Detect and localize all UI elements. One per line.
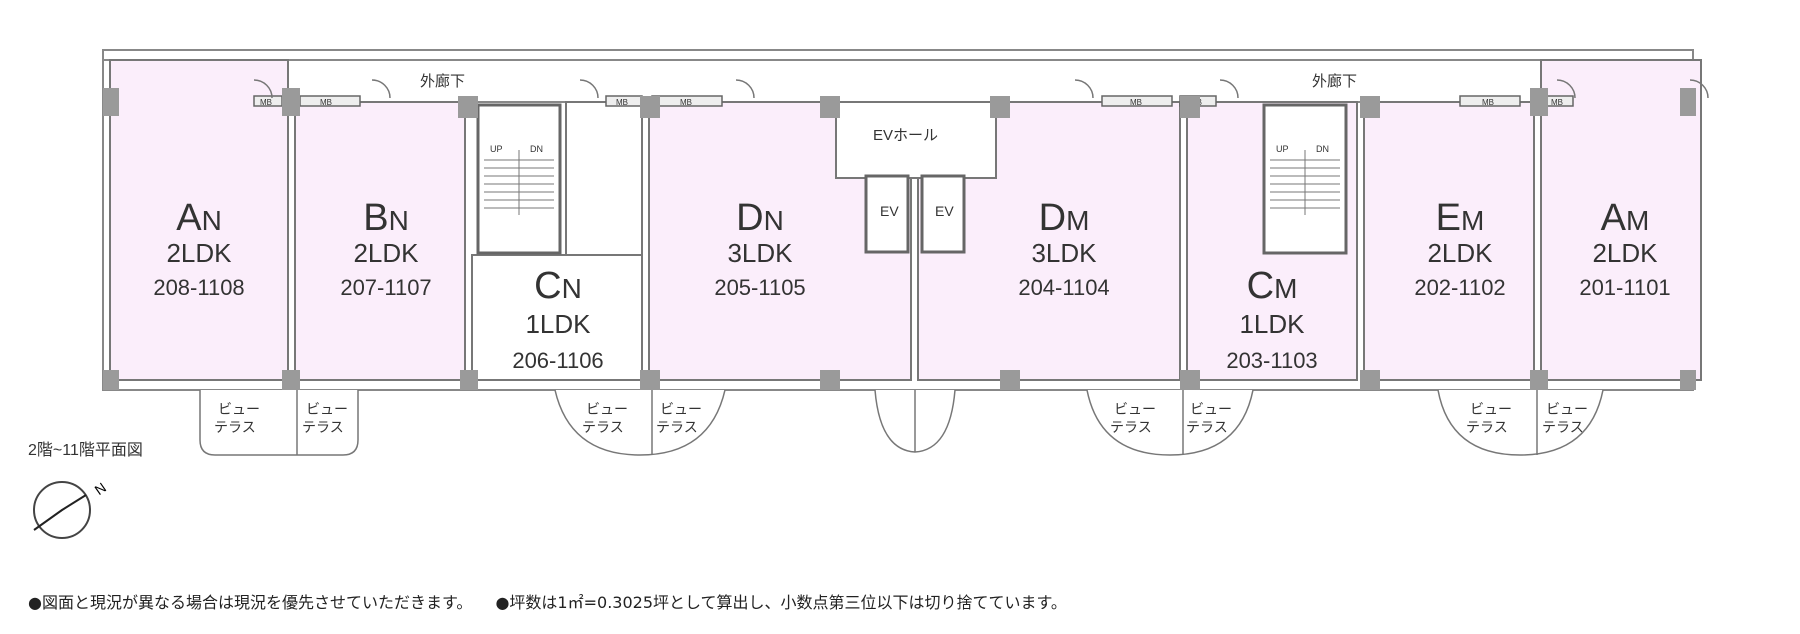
unit-label-cn: CN 1LDK 206-1106 (512, 265, 603, 373)
svg-text:208-1108: 208-1108 (153, 275, 244, 300)
unit-area-an (109, 59, 289, 381)
svg-text:2LDK: 2LDK (166, 238, 232, 268)
floor-plan-caption: 2階~11階平面図 (28, 441, 143, 459)
svg-text:テラス: テラス (582, 419, 624, 435)
svg-text:MB: MB (1482, 98, 1494, 107)
svg-text:202-1102: 202-1102 (1414, 275, 1505, 300)
ev-hall-label: EVホール (873, 127, 938, 144)
svg-text:AN: AN (176, 197, 222, 239)
stair-north: UP DN (476, 103, 562, 255)
floor-plan: UP DN UP DN EVホール EV EV 外廊下 外廊下 MB MB MB… (28, 49, 1709, 539)
unit-label-dm: DM 3LDK 204-1104 (1018, 197, 1109, 300)
svg-text:DM: DM (1039, 197, 1090, 239)
svg-text:ビュー: ビュー (1546, 401, 1588, 417)
svg-text:ビュー: ビュー (1114, 401, 1156, 417)
svg-text:ビュー: ビュー (660, 401, 702, 417)
elevator-1 (864, 174, 910, 254)
unit-label-an: AN 2LDK 208-1108 (153, 197, 244, 300)
svg-text:1LDK: 1LDK (1239, 309, 1305, 339)
unit-label-dn: DN 3LDK 205-1105 (714, 197, 805, 300)
svg-text:206-1106: 206-1106 (512, 348, 603, 373)
elevator-1-label: EV (880, 203, 899, 219)
svg-text:テラス: テラス (302, 419, 344, 435)
svg-text:2LDK: 2LDK (1592, 238, 1658, 268)
outer-corridor-outline (102, 49, 1694, 103)
unit-area-cn-upper (565, 101, 643, 256)
svg-text:CN: CN (534, 265, 582, 307)
view-terraces (199, 389, 1604, 456)
north-label: N (92, 479, 109, 498)
note-2: ●坪数は1㎡=0.3025坪として算出し、小数点第三位以下は切り捨てています。 (495, 593, 1067, 612)
svg-text:ビュー: ビュー (586, 401, 628, 417)
stair-south-dn-label: DN (1316, 144, 1329, 154)
unit-label-em: EM 2LDK 202-1102 (1414, 197, 1505, 300)
pillars (103, 88, 1696, 390)
svg-text:テラス: テラス (1542, 419, 1584, 435)
svg-text:テラス: テラス (1186, 419, 1228, 435)
stair-north-up-label: UP (490, 144, 503, 154)
svg-text:テラス: テラス (656, 419, 698, 435)
elevator-2-label: EV (935, 203, 954, 219)
terrace-labels: ビュー テラス ビュー テラス ビュー テラス ビュー テラス ビュー テラス … (214, 401, 1588, 435)
unit-label-bn: BN 2LDK 207-1107 (340, 197, 431, 300)
unit-area-am (1540, 59, 1702, 381)
stair-north-dn-label: DN (530, 144, 543, 154)
svg-text:EM: EM (1436, 197, 1485, 239)
svg-text:テラス: テラス (1466, 419, 1508, 435)
svg-text:ビュー: ビュー (306, 401, 348, 417)
corridor-label-north: 外廊下 (420, 73, 465, 90)
ev-hall: EVホール EV EV (835, 101, 997, 254)
door-swings (253, 79, 1709, 99)
svg-text:AM: AM (1601, 197, 1650, 239)
svg-text:テラス: テラス (1110, 419, 1152, 435)
svg-text:207-1107: 207-1107 (340, 275, 431, 300)
stair-south: UP DN (1262, 103, 1348, 255)
svg-text:2LDK: 2LDK (1427, 238, 1493, 268)
footnotes: ●図面と現況が異なる場合は現況を優先させていただきます。 ●坪数は1㎡=0.30… (28, 589, 1085, 613)
unit-area-em (1363, 101, 1535, 381)
stair-south-up-label: UP (1276, 144, 1289, 154)
unit-label-cm: CM 1LDK 203-1103 (1226, 265, 1317, 373)
svg-text:MB: MB (616, 98, 628, 107)
corridor-label-south: 外廊下 (1312, 73, 1357, 90)
svg-text:201-1101: 201-1101 (1579, 275, 1670, 300)
unit-label-am: AM 2LDK 201-1101 (1579, 197, 1670, 300)
svg-text:MB: MB (320, 98, 332, 107)
svg-text:MB: MB (1551, 98, 1563, 107)
svg-text:テラス: テラス (214, 419, 256, 435)
svg-text:MB: MB (1130, 98, 1142, 107)
svg-text:3LDK: 3LDK (1031, 238, 1097, 268)
unit-area-bn (294, 101, 466, 381)
svg-text:3LDK: 3LDK (727, 238, 793, 268)
svg-text:MB: MB (680, 98, 692, 107)
svg-text:DN: DN (736, 197, 784, 239)
elevator-2 (920, 174, 966, 254)
svg-text:CM: CM (1247, 265, 1298, 307)
svg-text:ビュー: ビュー (1190, 401, 1232, 417)
svg-text:204-1104: 204-1104 (1018, 275, 1109, 300)
svg-text:ビュー: ビュー (218, 401, 260, 417)
svg-text:2LDK: 2LDK (353, 238, 419, 268)
note-1: ●図面と現況が異なる場合は現況を優先させていただきます。 (28, 593, 473, 612)
svg-text:MB: MB (260, 98, 272, 107)
north-compass-icon: N (33, 479, 109, 539)
svg-text:203-1103: 203-1103 (1226, 348, 1317, 373)
unit-area-cn (471, 254, 643, 381)
svg-text:BN: BN (363, 197, 409, 239)
svg-text:205-1105: 205-1105 (714, 275, 805, 300)
svg-text:1LDK: 1LDK (525, 309, 591, 339)
svg-text:ビュー: ビュー (1470, 401, 1512, 417)
